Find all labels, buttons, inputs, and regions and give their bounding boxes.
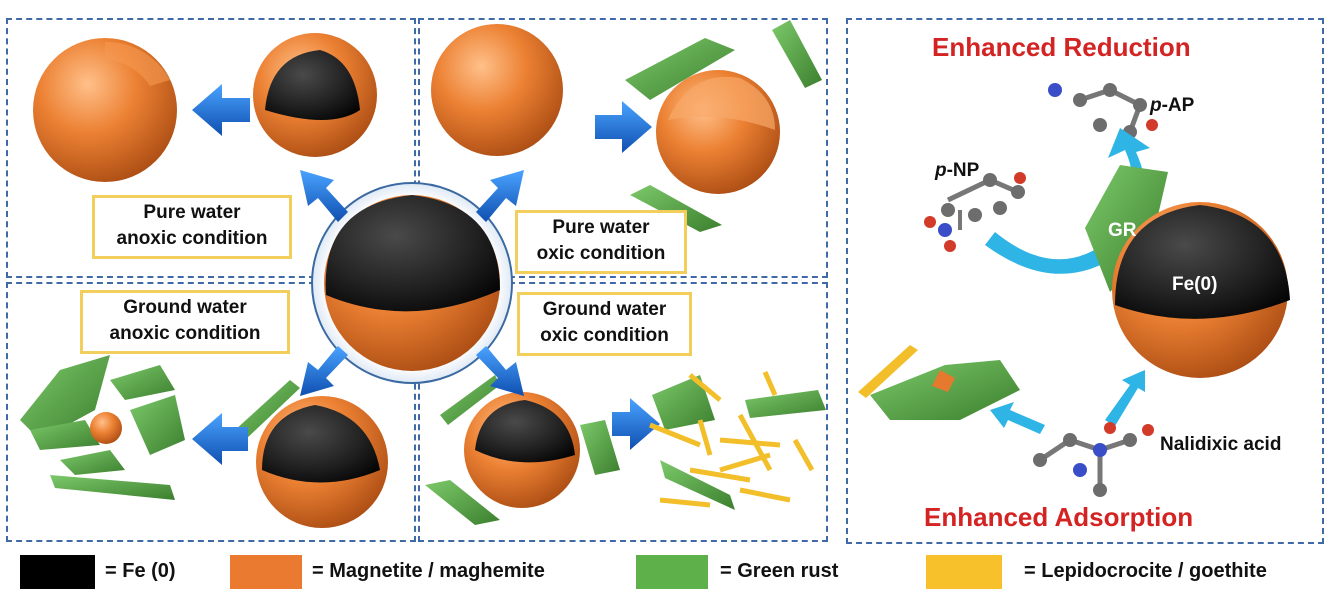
pnp-prefix: p — [935, 160, 947, 181]
reduction-arc-arrow — [985, 128, 1150, 274]
green-rust-plate — [440, 375, 500, 425]
condition-line: oxic condition — [536, 243, 666, 264]
condition-line: oxic condition — [540, 325, 669, 346]
panel-ground-anoxic — [6, 282, 416, 542]
green-rust-plate — [630, 185, 722, 232]
green-rust-plate — [745, 390, 826, 418]
pnp-molecule — [924, 172, 1026, 252]
condition-label-pure-anoxic: Pure water anoxic condition — [92, 195, 292, 259]
legend-label-fe0: = Fe (0) — [105, 560, 176, 582]
legend-label-green-rust: = Green rust — [720, 560, 839, 582]
arrow-up-left — [300, 170, 348, 222]
nalidixic-label: Nalidixic acid — [1160, 434, 1282, 455]
green-rust-plate — [425, 480, 500, 525]
condition-label-ground-oxic: Ground water oxic condition — [517, 292, 692, 356]
sphere-cutaway — [464, 392, 580, 508]
legend-label-lepidocrocite: = Lepidocrocite / goethite — [1024, 560, 1267, 582]
arrow-down-right — [476, 346, 524, 396]
fe0-sphere — [1112, 202, 1290, 378]
legend-swatch-magnetite — [230, 555, 302, 589]
condition-line: anoxic condition — [109, 323, 261, 344]
condition-line: anoxic condition — [116, 228, 268, 249]
gr-label: GR — [1108, 220, 1137, 241]
green-rust-plate — [130, 395, 185, 455]
green-rust-plate — [235, 380, 300, 440]
pap-molecule — [1048, 83, 1158, 139]
pnp-suffix: -NP — [946, 160, 980, 181]
nalidixic-molecule — [1033, 422, 1154, 497]
arrow-down-left — [300, 346, 348, 396]
condition-label-pure-oxic: Pure water oxic condition — [515, 210, 687, 274]
arrow-right — [612, 398, 660, 450]
adsorbed-crystal — [932, 370, 955, 392]
condition-line: Ground water — [542, 299, 667, 320]
lepidocrocite-rod — [858, 345, 918, 398]
pap-suffix: -AP — [1161, 95, 1195, 116]
panel-pure-anoxic — [6, 18, 416, 278]
pap-prefix: p — [1150, 95, 1162, 116]
legend-label-magnetite: = Magnetite / maghemite — [312, 560, 545, 582]
title-enhanced-reduction: Enhanced Reduction — [932, 32, 1191, 62]
condition-line: Pure water — [552, 217, 650, 238]
green-rust-plate — [652, 375, 715, 430]
gr-plate — [1085, 165, 1168, 292]
legend-swatch-lepidocrocite — [926, 555, 1002, 589]
arrow-to-plate — [990, 402, 1045, 434]
green-rust-plate — [580, 420, 620, 475]
green-rust-plate — [20, 355, 110, 440]
arrow-left — [192, 413, 248, 465]
green-rust-plate — [772, 20, 822, 88]
title-enhanced-adsorption: Enhanced Adsorption — [924, 502, 1194, 532]
condition-line: Ground water — [123, 297, 247, 318]
sphere-oxidized — [431, 24, 563, 156]
fe0-label: Fe(0) — [1172, 274, 1218, 295]
green-rust-plate — [50, 475, 175, 500]
sphere-cutaway-oxic — [656, 70, 780, 194]
green-rust-plate — [660, 460, 735, 510]
sphere-cutaway — [253, 33, 377, 157]
center-sphere — [324, 195, 500, 371]
green-rust-plate — [60, 450, 125, 475]
panel-pure-oxic — [418, 18, 828, 278]
legend-swatch-green-rust — [636, 555, 708, 589]
condition-line: Pure water — [143, 202, 241, 223]
legend-swatch-fe0 — [20, 555, 95, 589]
sphere-oxidized — [33, 38, 177, 182]
pnp-label: p-NP — [935, 160, 979, 182]
green-rust-plate — [30, 420, 100, 450]
green-rust-plate — [110, 365, 175, 400]
lepidocrocite-rods — [649, 371, 815, 508]
sphere-cutaway — [256, 396, 388, 528]
small-sphere — [90, 412, 122, 444]
pap-label: p-AP — [1150, 95, 1194, 117]
panel-mechanism — [846, 18, 1324, 544]
arrow-left — [192, 84, 250, 136]
panel-ground-oxic — [418, 282, 828, 542]
arrow-up-right — [476, 170, 524, 222]
green-rust-plate — [625, 38, 735, 100]
condition-label-ground-anoxic: Ground water anoxic condition — [80, 290, 290, 354]
arrow-to-sphere — [1105, 370, 1145, 426]
arrow-right — [595, 101, 652, 153]
